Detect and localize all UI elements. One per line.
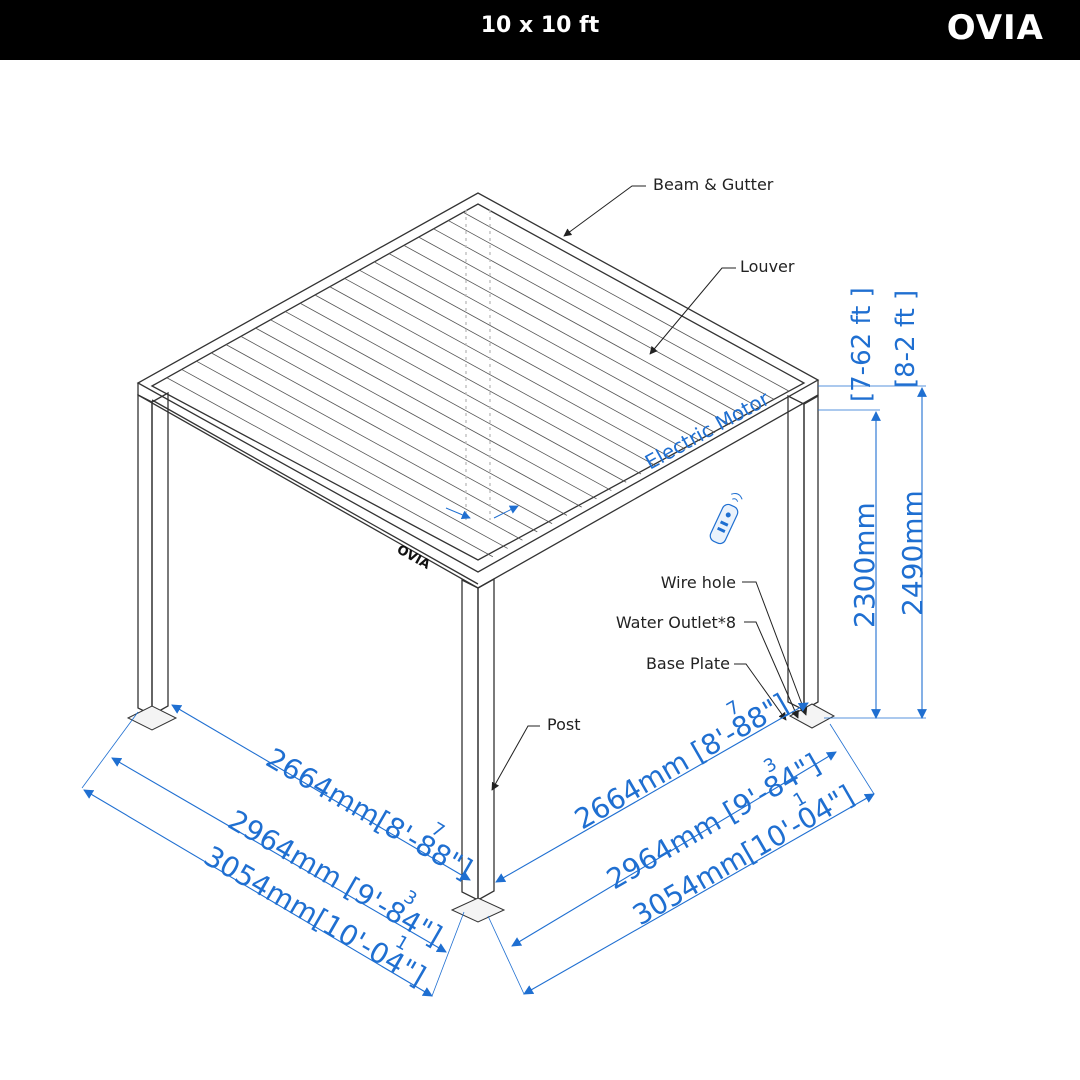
label-post: Post: [547, 715, 580, 734]
louver-slat: [462, 211, 790, 392]
label-base-plate: Base Plate: [646, 654, 730, 673]
remote-control-icon: [709, 493, 743, 545]
louver-slat: [196, 360, 523, 541]
louver-slat: [299, 302, 627, 483]
louver-slat: [240, 336, 568, 516]
dimension-lines-right: [487, 702, 875, 995]
page-title: 10 x 10 ft: [480, 13, 600, 38]
louver-slat: [433, 228, 760, 409]
louver-slat: [225, 344, 553, 524]
louver-slat: [285, 311, 612, 491]
brand-logo: OVIA: [946, 8, 1044, 48]
dimension-lines-left: [81, 704, 471, 997]
louver-slat: [448, 220, 775, 400]
header-bar: 10 x 10 ft OVIA: [0, 0, 1080, 60]
dim-height-inner-ft: [7-62 ft ]: [847, 287, 877, 402]
motor-shaft: [445, 505, 519, 520]
posts: [137, 210, 819, 902]
louver-slat: [329, 286, 657, 467]
dimension-lines-height: [818, 385, 927, 719]
louver-slats: [166, 211, 790, 558]
louver-slat: [314, 294, 642, 475]
louver-slat: [181, 369, 508, 549]
louver-slat: [344, 278, 671, 458]
louver-slat: [211, 352, 538, 533]
label-beam-gutter: Beam & Gutter: [653, 175, 774, 194]
label-wire-hole: Wire hole: [661, 573, 736, 592]
dim-height-inner-mm: 2300mm: [848, 502, 881, 628]
dim-height-outer-ft: [8-2 ft ]: [891, 290, 921, 388]
label-electric-motor: Electric Motor: [641, 386, 774, 474]
label-water-outlet: Water Outlet*8: [616, 613, 736, 632]
louver-slat: [255, 327, 582, 508]
louver-slat: [359, 269, 686, 450]
louver-slat: [270, 319, 597, 500]
louver-slat: [418, 236, 745, 417]
dim-right-inner-text: 2664mm [8'-88"]: [569, 687, 794, 836]
louver-slat: [166, 377, 494, 558]
louver-slat: [403, 245, 731, 425]
louver-slat: [374, 261, 701, 442]
dim-height-outer-mm: 2490mm: [896, 490, 929, 616]
label-louver: Louver: [740, 257, 795, 276]
louver-slat: [388, 253, 716, 433]
